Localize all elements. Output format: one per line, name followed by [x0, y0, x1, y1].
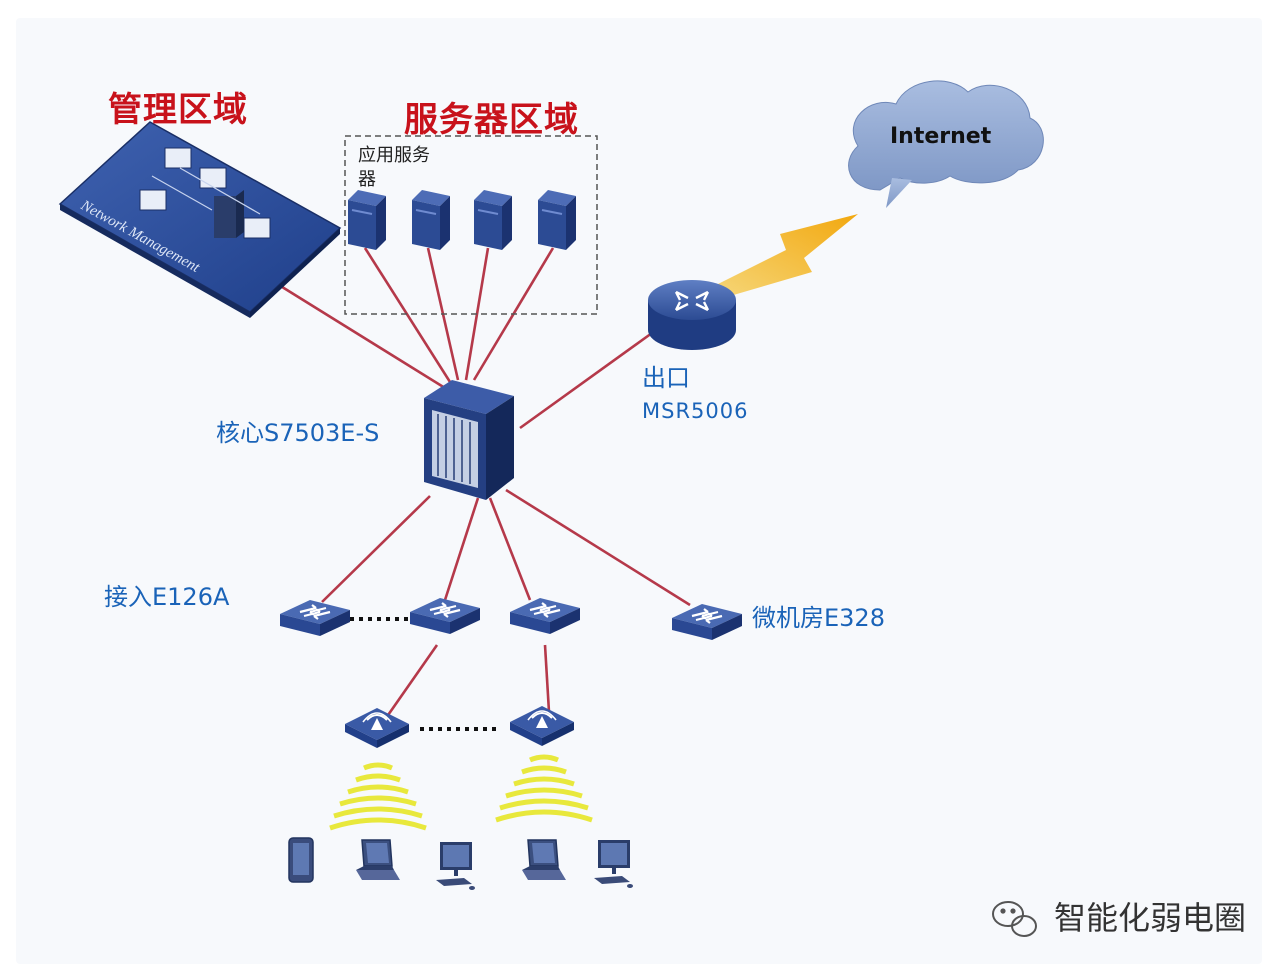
wireless-ap-icon	[509, 705, 575, 747]
server-zone-box	[344, 135, 598, 315]
link-core-microroom	[505, 488, 691, 607]
app-server-label: 应用服务器	[358, 145, 430, 190]
link-core-access1	[321, 495, 431, 603]
link-access3-ap2	[543, 644, 551, 713]
link-access2-ap1	[384, 644, 439, 719]
desktop-pc-icon	[436, 842, 475, 890]
core-switch-label: 核心S7503E-S	[216, 419, 380, 447]
link-server1-core	[363, 247, 452, 383]
tablet-icon	[288, 837, 314, 883]
wifi-signal-icon	[330, 765, 426, 828]
server-icon	[537, 189, 577, 251]
wechat-icon	[992, 901, 1037, 937]
wireless-ap-icon	[344, 707, 410, 749]
access-switch-icon	[278, 598, 352, 638]
link-core-access3	[488, 497, 532, 601]
watermark-text: 智能化弱电圈	[1054, 899, 1247, 937]
link-management-core	[257, 270, 446, 390]
dotted-connectors	[350, 617, 500, 731]
laptop-icon	[521, 839, 567, 881]
egress-router-name: 出口	[642, 364, 690, 392]
link-core-access2	[443, 497, 480, 601]
management-platform-icon: Network Management	[58, 121, 342, 318]
server-icon	[411, 189, 451, 251]
core-switch-icon	[424, 380, 514, 500]
access-switch-label: 接入E126A	[104, 583, 230, 611]
management-zone-title: 管理区域	[108, 90, 248, 130]
internet-label: Internet	[890, 124, 992, 149]
laptop-icon	[355, 839, 401, 881]
router-icon	[648, 280, 736, 350]
access-switch-icon	[670, 602, 744, 642]
egress-router-model: MSR5006	[642, 399, 749, 423]
link-core-router	[519, 331, 653, 430]
server-icon	[347, 189, 387, 251]
lightning-icon	[706, 214, 858, 296]
micro-room-label: 微机房E328	[752, 604, 885, 632]
cloud-icon	[848, 80, 1044, 208]
server-zone-title: 服务器区域	[404, 100, 579, 140]
access-switch-icon	[408, 596, 482, 636]
wifi-signal-icon	[496, 757, 592, 820]
server-icon	[473, 189, 513, 251]
desktop-pc-icon	[594, 840, 633, 888]
access-switch-icon	[508, 596, 582, 636]
